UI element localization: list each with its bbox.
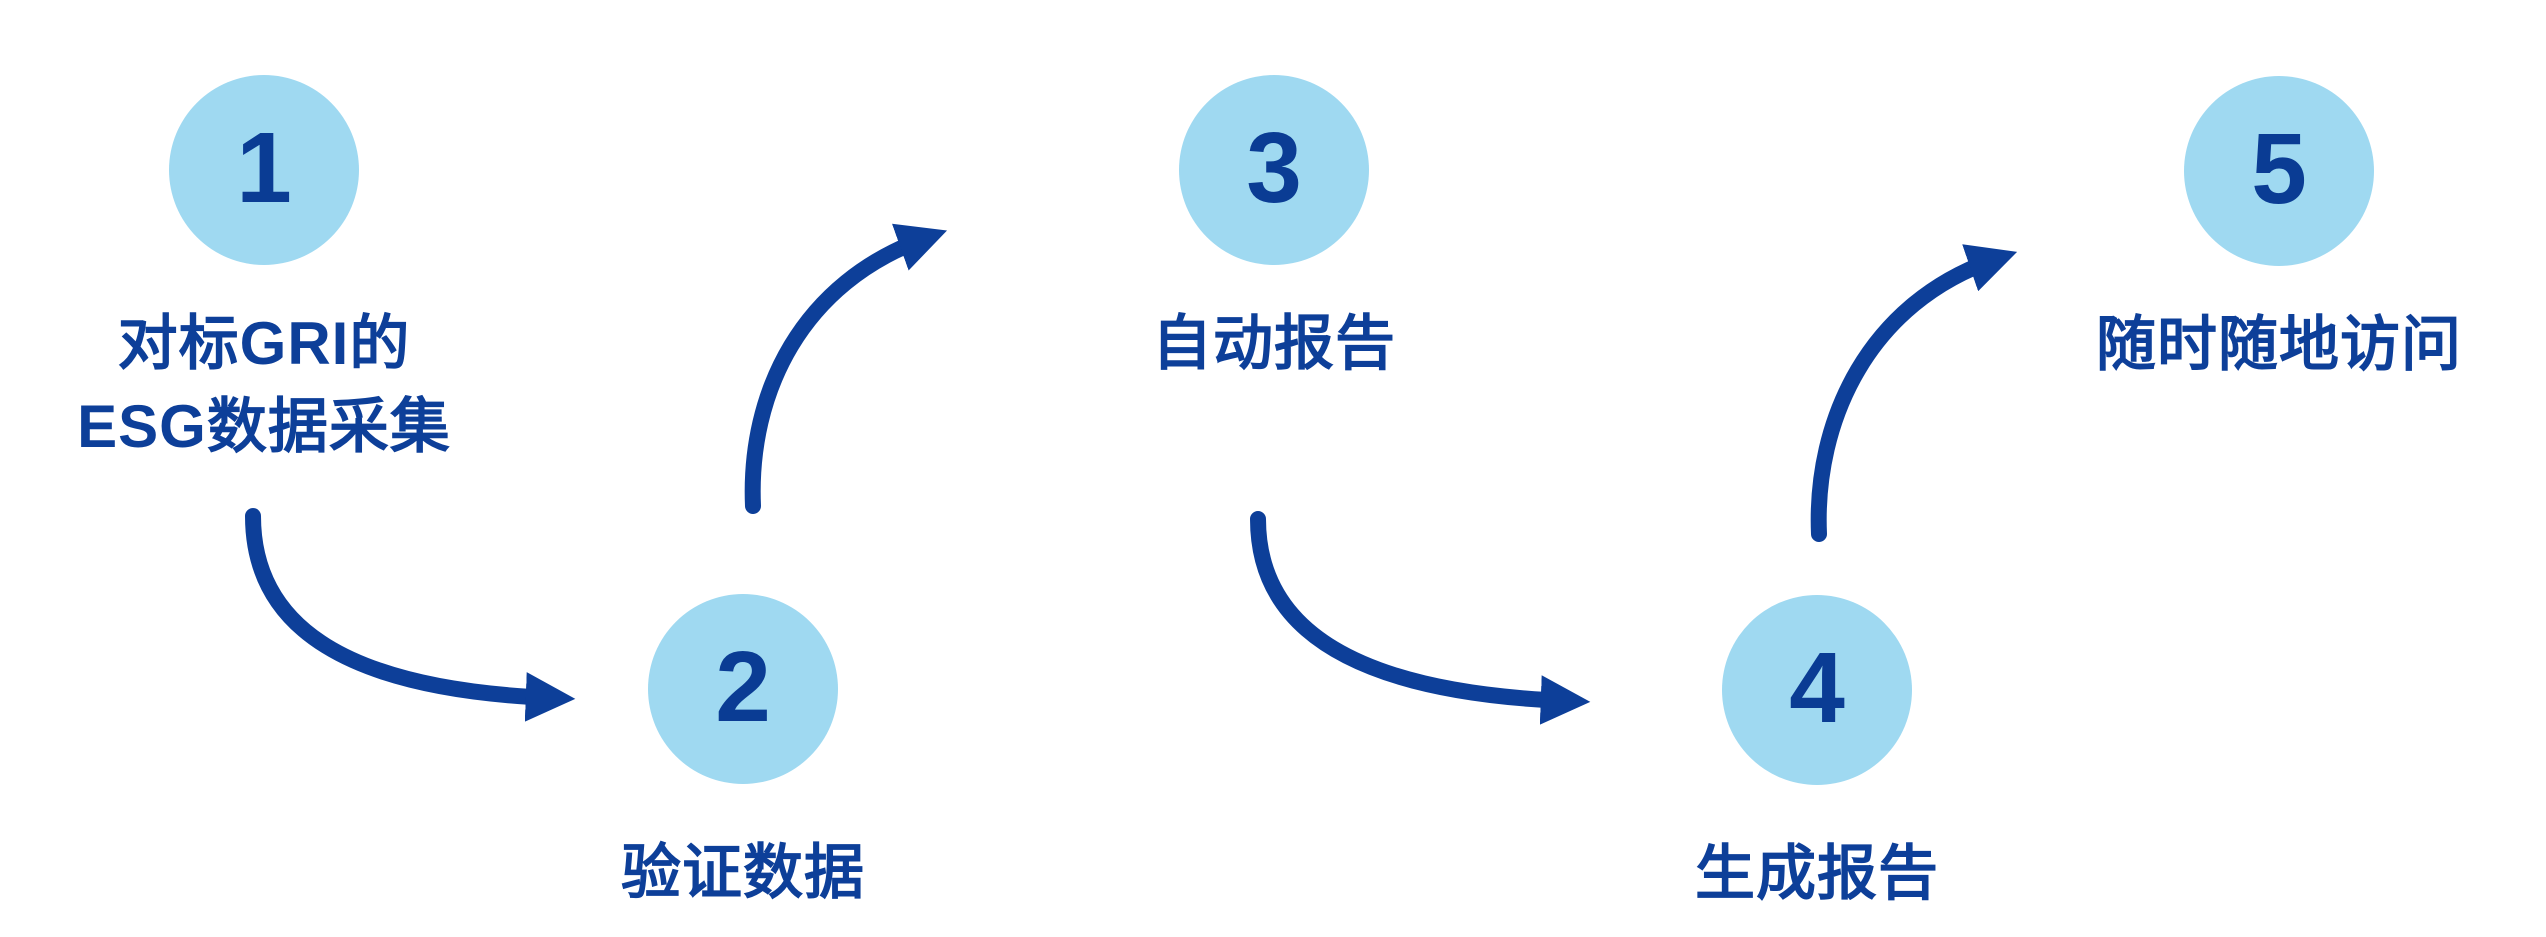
arrow-step3-to-step4-icon xyxy=(1250,511,1591,725)
step-1-number: 1 xyxy=(236,112,292,224)
arrow-step2-to-step3-icon xyxy=(744,223,948,514)
step-3: 3 自动报告 xyxy=(1014,75,1534,386)
step-3-number: 3 xyxy=(1246,112,1302,224)
step-2-number: 2 xyxy=(715,631,771,743)
step-4-label: 生成报告 xyxy=(1695,840,1939,907)
arrow-step4-to-step5-icon xyxy=(1810,244,2018,542)
step-1: 1 对标GRI的 ESG数据采集 xyxy=(4,75,524,469)
step-4-number: 4 xyxy=(1789,632,1845,744)
step-2-label: 验证数据 xyxy=(621,839,865,906)
step-5-number-circle: 5 xyxy=(2184,76,2374,266)
step-1-label: 对标GRI的 ESG数据采集 xyxy=(77,310,451,460)
step-5-label: 随时随地访问 xyxy=(2096,311,2462,378)
step-4: 4 生成报告 xyxy=(1557,595,2077,916)
step-1-number-circle: 1 xyxy=(169,75,359,265)
step-3-number-circle: 3 xyxy=(1179,75,1369,265)
step-4-number-circle: 4 xyxy=(1722,595,1912,785)
step-3-label: 自动报告 xyxy=(1152,310,1396,377)
step-2-number-circle: 2 xyxy=(648,594,838,784)
step-2: 2 验证数据 xyxy=(483,594,1003,915)
step-5-number: 5 xyxy=(2251,113,2307,225)
step-5: 5 随时随地访问 xyxy=(2019,76,2539,387)
